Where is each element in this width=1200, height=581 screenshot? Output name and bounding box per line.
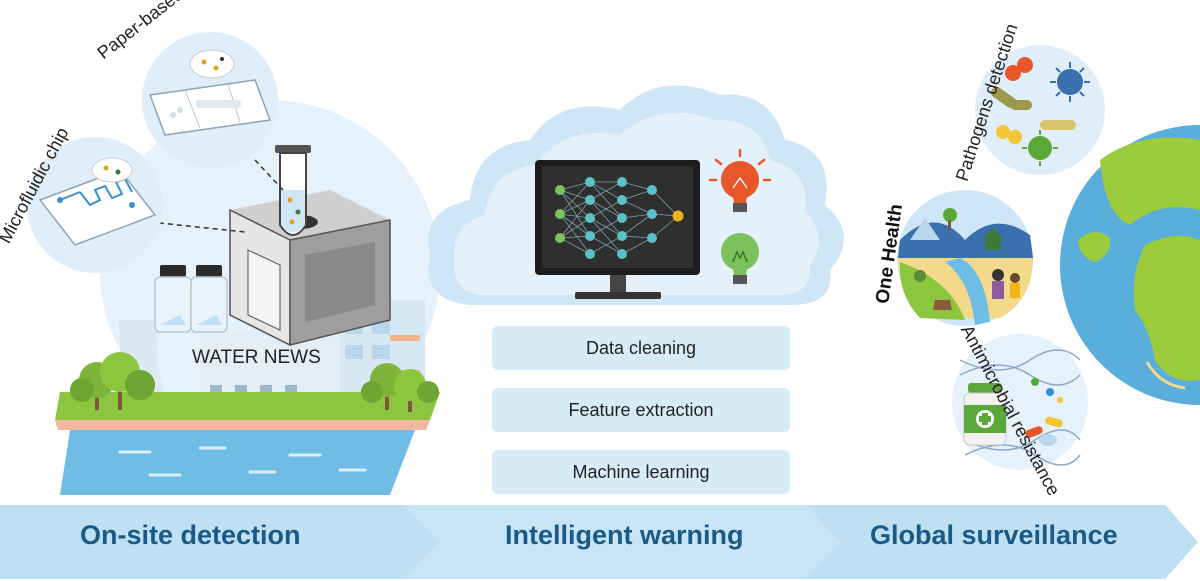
bulb-green-icon — [721, 233, 759, 284]
antimicrobial-circle — [952, 334, 1088, 470]
stage-arrows — [0, 505, 1198, 579]
cloud-scene — [428, 85, 844, 305]
paper-device-circle — [142, 32, 278, 168]
one-health-circle — [897, 190, 1033, 326]
pill-bottle-icon — [963, 383, 1007, 446]
bulb-red-icon — [708, 148, 772, 212]
surveillance-scene — [897, 45, 1200, 470]
step-machine-learning: Machine learning — [492, 450, 790, 494]
pathogens-circle — [975, 45, 1105, 175]
stage-label-warning: Intelligent warning — [505, 520, 744, 550]
step-feature-extraction: Feature extraction — [492, 388, 790, 432]
test-tube-icon — [275, 145, 311, 236]
microfluidic-chip-circle — [27, 137, 163, 273]
stage-arrow-2 — [405, 505, 840, 579]
stage-label-onsite: On-site detection — [80, 520, 301, 550]
sample-bottles — [154, 265, 228, 333]
neural-network-icon — [555, 177, 684, 259]
stage-arrow-1 — [0, 505, 440, 579]
trees-right — [361, 363, 439, 412]
trees-left — [70, 352, 155, 410]
stage-label-surveillance: Global surveillance — [870, 520, 1118, 550]
step-data-cleaning: Data cleaning — [492, 326, 790, 370]
detection-instrument — [229, 190, 391, 347]
stage-arrow-3 — [805, 505, 1198, 579]
river-water — [60, 430, 415, 495]
water-news-label: WATER NEWS — [192, 347, 321, 368]
onsite-scene — [27, 32, 440, 495]
earth-icon — [1060, 125, 1200, 405]
